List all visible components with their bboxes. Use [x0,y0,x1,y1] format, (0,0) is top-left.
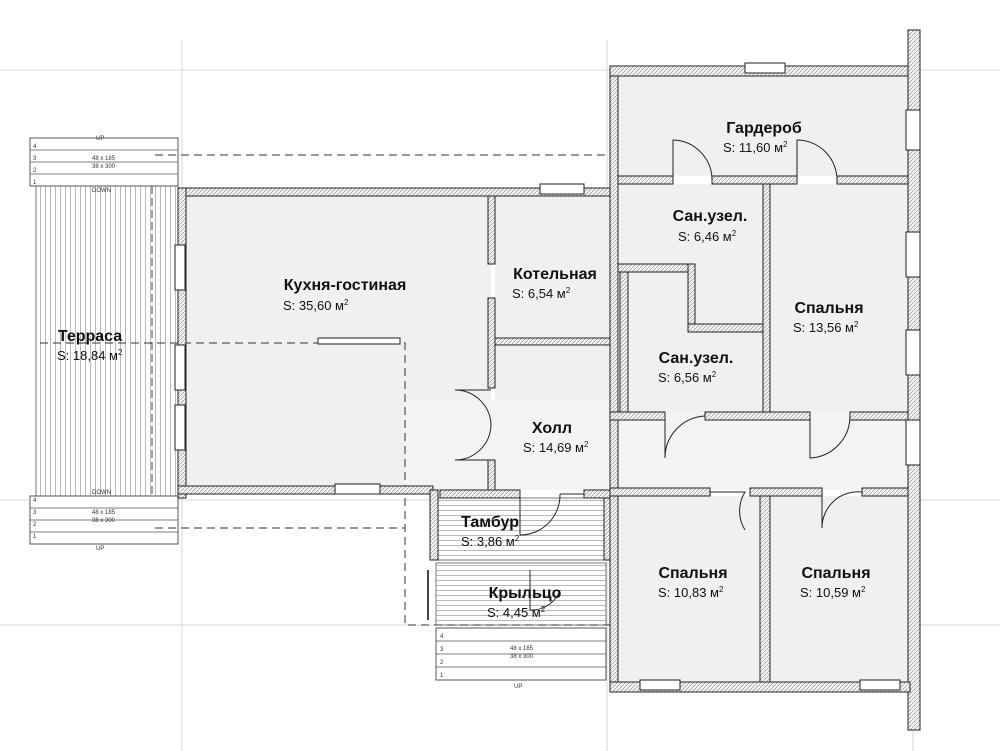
stair-step-4: 4 [33,144,37,150]
room-labels: Гардероб S: 11,60 м2 Сан.узел. S: 6,46 м… [57,120,871,620]
roof-outline [40,154,612,626]
stair-step-3: 3 [440,647,444,653]
stair-down-label: DOWN [92,490,111,496]
stair-step-3: 3 [33,156,37,162]
room-name-boiler: Котельная [513,266,597,283]
room-name-terrace: Терраса [58,328,122,345]
room-name-porch: Крыльцо [489,585,562,602]
room-area-san1: S: 6,46 м2 [678,229,737,244]
room-area-tambur: S: 3,86 м2 [461,534,520,549]
stair-spec: 48 x 185 [92,510,116,516]
stair-spec2: 38 x 300 [510,654,534,660]
room-name-bed3: Спальня [801,565,870,582]
terrace-deck [29,137,179,545]
room-area-garderob: S: 11,60 м2 [723,140,788,155]
porch-stairs: 4 3 2 1 48 x 185 38 x 300 UP [440,634,534,690]
room-area-bed1: S: 13,56 м2 [793,320,859,335]
room-name-bed1: Спальня [794,300,863,317]
room-name-hall: Холл [532,420,572,437]
stair-step-4: 4 [440,634,444,640]
stair-step-1: 1 [33,180,37,186]
room-area-kitchen: S: 35,60 м2 [283,298,349,313]
room-name-bed2: Спальня [658,565,727,582]
room-area-terrace: S: 18,84 м2 [57,348,123,363]
room-name-san1: Сан.узел. [673,208,748,225]
stair-down-label: DOWN [92,188,111,194]
stair-up-label: UP [96,136,104,142]
porch-deck [427,497,607,681]
stair-step-2: 2 [440,660,444,666]
room-floors [186,76,913,682]
windows [174,62,921,691]
stair-step-3: 3 [33,510,37,516]
stair-up-label: UP [96,546,104,552]
stair-step-1: 1 [440,673,444,679]
stair-step-1: 1 [33,534,37,540]
room-area-porch: S: 4,45 м2 [487,605,546,620]
room-area-bed2: S: 10,83 м2 [658,585,724,600]
terrace-stairs-bottom: 4 3 2 1 DOWN UP 48 x 185 38 x 300 [33,490,116,552]
stair-spec: 48 x 185 [92,156,116,162]
stair-up-label: UP [514,684,522,690]
room-name-kitchen: Кухня-гостиная [284,277,407,294]
room-area-boiler: S: 6,54 м2 [512,286,571,301]
stair-step-2: 2 [33,168,37,174]
stair-spec2: 38 x 300 [92,164,116,170]
walls [177,29,921,731]
room-name-san2: Сан.узел. [659,350,734,367]
stair-step-4: 4 [33,498,37,504]
room-area-hall: S: 14,69 м2 [523,440,589,455]
stair-spec: 48 x 185 [510,646,534,652]
room-area-san2: S: 6,56 м2 [658,370,717,385]
room-name-tambur: Тамбур [461,514,519,531]
room-name-garderob: Гардероб [726,120,802,137]
room-area-bed3: S: 10,59 м2 [800,585,866,600]
stair-spec2: 38 x 300 [92,518,116,524]
terrace-stairs-top: 1 2 3 4 DOWN UP 48 x 185 38 x 300 [33,136,116,194]
doors [454,139,863,611]
stair-step-2: 2 [33,522,37,528]
